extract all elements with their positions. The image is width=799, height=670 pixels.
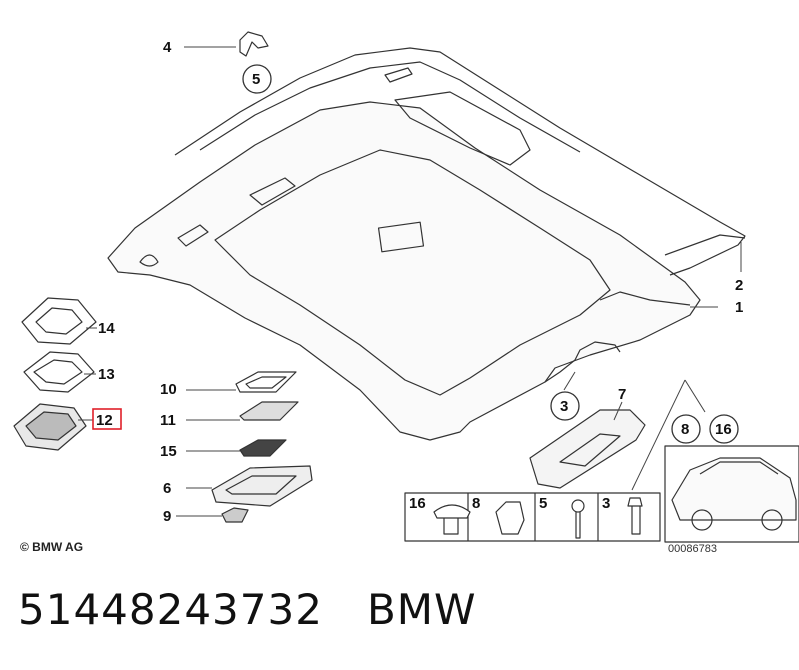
light-part-12 [13, 403, 87, 451]
table-header-8: 8 [472, 495, 480, 512]
callout-13: 13 [98, 366, 115, 383]
frame-part-13 [23, 351, 95, 393]
trim-part-7 [529, 409, 646, 489]
table-header-16: 16 [409, 495, 426, 512]
callout-11: 11 [160, 412, 176, 429]
image-number: 00086783 [668, 543, 717, 555]
callout-14: 14 [98, 320, 115, 337]
part-number: 51448243732 [18, 585, 323, 634]
circle-16 [709, 414, 739, 444]
circle-3 [550, 391, 580, 421]
circle-5 [242, 64, 272, 94]
gasket-part-10 [235, 371, 297, 393]
frame-part-14 [21, 297, 97, 345]
callout-10: 10 [160, 381, 177, 398]
cover-part-6 [211, 465, 313, 507]
frame-part-11 [239, 401, 299, 421]
callout-7: 7 [618, 386, 626, 403]
brand-name: BMW [366, 585, 477, 634]
switch-part-15 [239, 439, 287, 457]
car-inset [664, 445, 799, 543]
circled-16: 16 [715, 421, 732, 438]
table-header-3: 3 [602, 495, 610, 512]
callout-1: 1 [735, 299, 743, 316]
parts-table [404, 492, 661, 542]
circled-8: 8 [681, 421, 689, 438]
headliner-part-1 [107, 101, 701, 441]
leader-lines [78, 46, 742, 517]
headliner-part-2 [174, 47, 746, 276]
footer-caption: 51448243732 BMW [18, 585, 521, 634]
callout-9: 9 [163, 508, 171, 525]
callout-15: 15 [160, 443, 177, 460]
copyright: © BMW AG [20, 540, 84, 554]
callout-12: 12 [96, 412, 113, 429]
circled-5: 5 [252, 71, 260, 88]
lens-part-9 [221, 507, 249, 523]
highlight-box [92, 408, 122, 430]
callout-6: 6 [163, 480, 171, 497]
circle-8 [671, 414, 701, 444]
circled-3: 3 [560, 398, 568, 415]
clip-part-4 [239, 31, 269, 57]
callout-4: 4 [163, 39, 172, 56]
callout-labels: 4 1 2 14 13 10 11 15 6 9 7 12 5 3 8 16 1… [92, 39, 743, 555]
callout-2: 2 [735, 277, 743, 294]
table-header-5: 5 [539, 495, 547, 512]
